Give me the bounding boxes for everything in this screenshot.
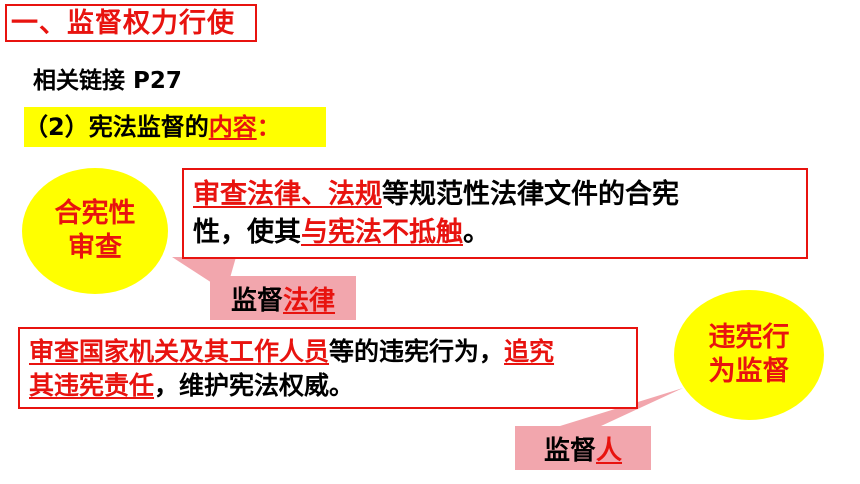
tag-bottom-highlight: 人: [596, 435, 623, 466]
law-review-box: 审查法律、法规等规范性法律文件的合宪性，使其与宪法不抵触。: [182, 168, 808, 259]
box-top-part1: 审查法律、法规: [193, 179, 382, 210]
subheading-highlight: 内容: [208, 113, 257, 141]
section-title: 一、监督权力行使: [11, 8, 235, 39]
constitutionality-review-circle: 合宪性 审查: [22, 168, 168, 294]
related-link: 相关链接 P27: [33, 68, 182, 94]
box-bottom-part3: 追究: [504, 337, 555, 366]
subheading-prefix: （2）宪法监督的: [24, 113, 209, 141]
box-top-part4: 与宪法不抵触: [301, 217, 463, 248]
unconstitutional-conduct-circle: 违宪行 为监督: [674, 290, 824, 420]
box-bottom-part2: 等的违宪行为，: [329, 337, 505, 366]
box-bottom-part1: 审查国家机关及其工作人员: [29, 337, 330, 366]
tag-top-prefix: 监督: [230, 285, 283, 316]
tag-top-highlight: 法律: [283, 285, 336, 316]
supervise-people-tag: 监督人: [515, 426, 651, 470]
subheading: （2）宪法监督的内容：: [24, 107, 326, 147]
section-title-box: 一、监督权力行使: [5, 4, 257, 42]
box-top-part2: 等规范性法律文件的合宪: [382, 179, 679, 210]
circle-right-line2: 为监督: [708, 356, 790, 387]
box-bottom-part5: ，维护宪法权威。: [154, 371, 355, 400]
supervise-law-tag: 监督法律: [210, 276, 356, 320]
circle-left-line1: 合宪性: [54, 198, 136, 229]
circle-right-line1: 违宪行: [708, 322, 790, 353]
subheading-suffix: ：: [256, 113, 281, 141]
box-top-part3: 性，使其: [193, 217, 301, 248]
tag-bottom-prefix: 监督: [543, 435, 596, 466]
circle-left-line2: 审查: [68, 232, 122, 263]
box-top-part5: 。: [463, 217, 490, 248]
box-bottom-part4: 其违宪责任: [29, 371, 155, 400]
unconstitutional-acts-box: 审查国家机关及其工作人员等的违宪行为，追究其违宪责任，维护宪法权威。: [18, 327, 638, 409]
